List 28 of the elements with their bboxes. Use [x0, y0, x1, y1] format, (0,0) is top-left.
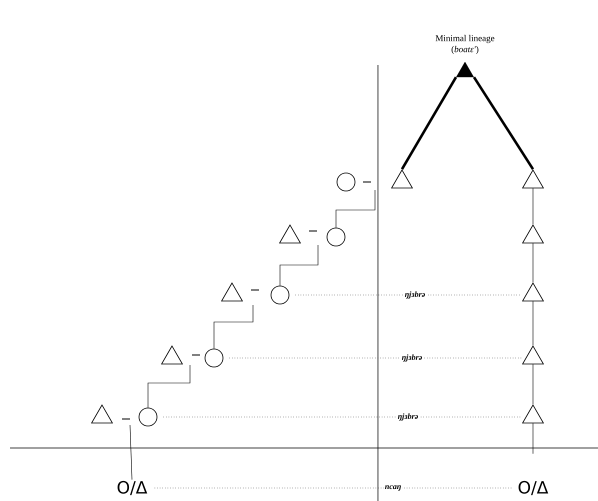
edge-label: ŋjɜbrə — [404, 290, 426, 300]
dotted-line — [295, 294, 522, 296]
kinship-line — [532, 423, 534, 454]
edge-label: ncaŋ — [384, 484, 402, 492]
edge-label: ŋjɜbrə — [396, 412, 420, 422]
kinship-line — [148, 364, 190, 408]
kinship-line — [532, 301, 534, 346]
female-circle — [326, 228, 346, 246]
kinship-line — [400, 76, 458, 170]
kinship-line — [532, 243, 534, 282]
node-label: Minimal lineage — [436, 34, 494, 44]
sex-symbol-text: O/Δ — [118, 480, 148, 496]
female-circle — [138, 408, 158, 426]
kinship-line — [336, 190, 376, 228]
female-circle — [336, 172, 356, 192]
kinship-line — [532, 364, 534, 404]
node-label: (boatɛ') — [452, 46, 478, 54]
kinship-line — [280, 244, 318, 286]
kinship-line — [532, 188, 534, 224]
female-circle — [270, 286, 290, 304]
dotted-line — [163, 416, 522, 418]
edge-label: ŋjɜbrə — [400, 353, 424, 363]
kinship-line — [130, 424, 132, 480]
lineage-apex: Minimal lineage (boatɛ') — [436, 34, 494, 78]
kinship-line — [214, 304, 254, 349]
sex-symbol-text: O/Δ — [518, 480, 548, 496]
female-circle — [204, 348, 224, 368]
kinship-line — [472, 76, 534, 170]
